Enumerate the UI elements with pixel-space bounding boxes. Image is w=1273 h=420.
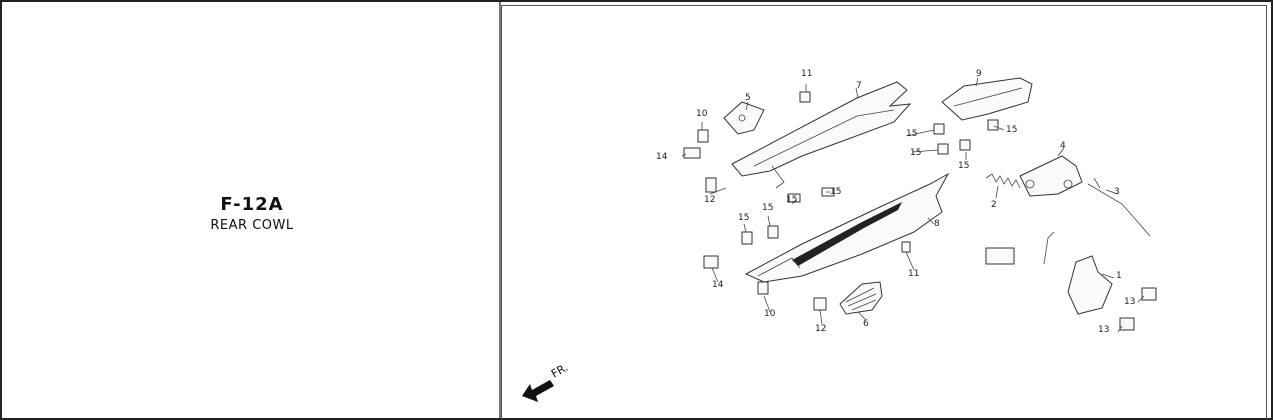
callout-8: 8 — [934, 219, 940, 229]
part-5-bracket — [723, 101, 765, 135]
section-title-panel: F-12A REAR COWL — [2, 2, 499, 418]
callout-15-c: 15 — [1006, 125, 1017, 135]
callout-2: 2 — [991, 200, 997, 210]
callout-15-e: 15 — [786, 195, 797, 205]
parts-diagram-panel: 1 2 3 4 5 6 7 8 9 10 10 11 11 12 12 13 1… — [501, 5, 1267, 419]
callout-15-g: 15 — [738, 213, 749, 223]
callout-4: 4 — [1060, 141, 1066, 151]
callout-9: 9 — [976, 69, 982, 79]
callout-15-f: 15 — [830, 187, 841, 197]
callout-15-b: 15 — [910, 148, 921, 158]
callout-11-lower: 11 — [908, 269, 919, 279]
part-4-hinge-assembly — [1019, 155, 1083, 197]
callout-11-upper: 11 — [801, 69, 812, 79]
part-9-grab-cover — [941, 77, 1033, 121]
section-title: REAR COWL — [210, 218, 294, 233]
callout-7: 7 — [856, 81, 862, 91]
callout-13-lower: 13 — [1098, 325, 1109, 335]
callout-15-d: 15 — [958, 161, 969, 171]
exploded-parts-diagram: 1 2 3 4 5 6 7 8 9 10 10 11 11 12 12 13 1… — [522, 69, 1157, 402]
callout-12-lower: 12 — [815, 324, 826, 334]
callout-6: 6 — [863, 319, 869, 329]
front-direction-indicator: FR. — [522, 361, 570, 402]
callout-10-upper: 10 — [696, 109, 708, 119]
part-2-spring — [985, 173, 1021, 189]
callout-12-upper: 12 — [704, 195, 715, 205]
panel-divider — [499, 2, 501, 418]
part-8-side-cowl-lower — [744, 172, 950, 283]
part-7-side-cowl-upper — [731, 81, 912, 189]
front-arrow-icon — [522, 380, 554, 402]
callout-5: 5 — [745, 93, 751, 103]
callout-labels: 1 2 3 4 5 6 7 8 9 10 10 11 11 12 12 13 1… — [656, 69, 1135, 335]
part-1-seat-lock — [985, 247, 1113, 315]
callout-10-lower: 10 — [764, 309, 776, 319]
callout-15-a: 15 — [906, 129, 917, 139]
callout-13-upper: 13 — [1124, 297, 1135, 307]
section-code: F-12A — [220, 194, 284, 215]
callout-15-h: 15 — [762, 203, 773, 213]
callout-3: 3 — [1114, 187, 1120, 197]
leader-lines — [681, 77, 1145, 333]
callout-1: 1 — [1116, 271, 1122, 281]
part-3-cable — [1043, 177, 1151, 265]
callout-14-lower: 14 — [712, 280, 724, 290]
callout-14-upper: 14 — [656, 152, 668, 162]
fasteners — [683, 91, 1157, 331]
part-6-reflector — [839, 281, 883, 315]
front-direction-label: FR. — [549, 361, 570, 381]
